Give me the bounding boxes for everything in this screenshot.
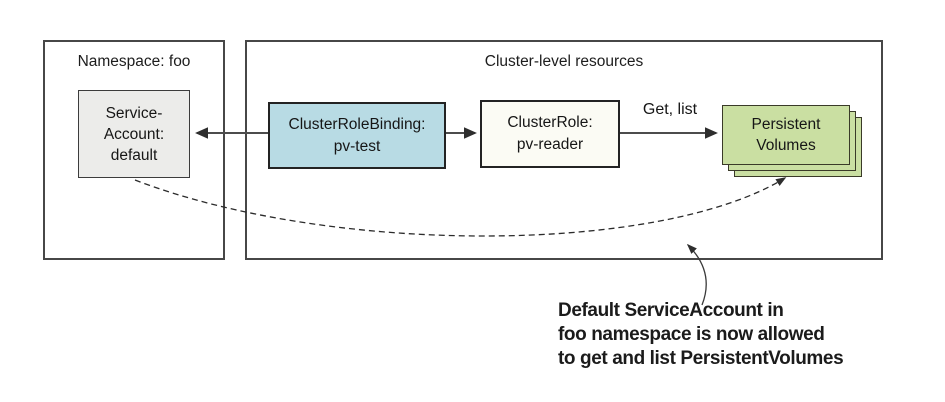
cluster-resources-box-title: Cluster-level resources: [484, 53, 644, 70]
persistent-volumes-label-line: Volumes: [756, 137, 816, 154]
cluster-role-node: ClusterRole: pv-reader: [480, 100, 620, 168]
service-account-label-line: default: [110, 146, 158, 164]
annotation-line: Default ServiceAccount in: [558, 300, 784, 321]
annotation-text: Default ServiceAccount in foo namespace …: [558, 299, 844, 371]
annotation-line: foo namespace is now allowed: [558, 324, 825, 345]
persistent-volumes-node: Persistent Volumes: [722, 105, 850, 165]
cluster-role-binding-label-line: pv-test: [333, 137, 381, 155]
cluster-resources-box: Cluster-level resources: [245, 40, 883, 260]
annotation-line: to get and list PersistentVolumes: [558, 348, 844, 369]
cluster-role-binding-label-line: ClusterRoleBinding:: [288, 115, 426, 133]
service-account-node: Service- Account: default: [78, 90, 190, 178]
service-account-label-line: Account:: [103, 125, 165, 143]
verbs-label: Get, list: [642, 101, 698, 118]
cluster-role-label-line: pv-reader: [516, 136, 584, 153]
persistent-volumes-label-line: Persistent: [751, 116, 821, 133]
cluster-role-binding-node: ClusterRoleBinding: pv-test: [268, 102, 446, 169]
namespace-box-title: Namespace: foo: [77, 53, 191, 70]
cluster-role-label-line: ClusterRole:: [507, 114, 593, 131]
namespace-box: Namespace: foo: [43, 40, 225, 260]
service-account-label-line: Service-: [105, 104, 163, 122]
